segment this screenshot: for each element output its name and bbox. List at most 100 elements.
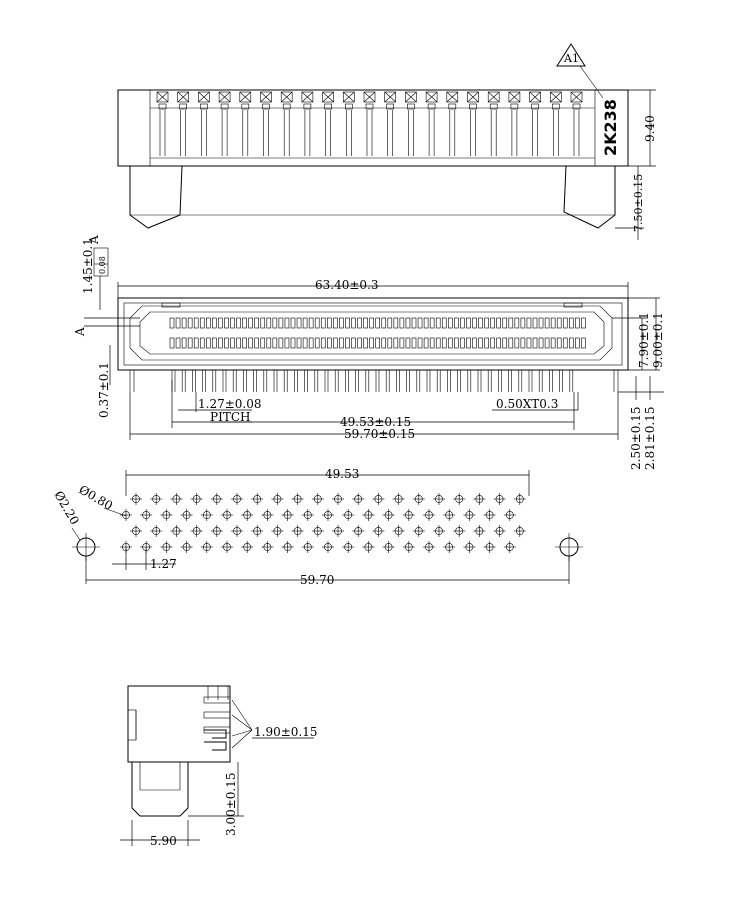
contact [284,317,290,329]
contact [508,337,514,349]
top-pin-cross [550,91,562,103]
dim-width: 63.40±0.3 [315,278,379,292]
contact [333,317,338,329]
top-pin-head [467,91,479,103]
datum-side: A [73,327,87,337]
top-pin-head [570,91,583,103]
contact [169,317,175,329]
contact [441,337,447,349]
contact [568,317,574,329]
top-pin-base [220,103,229,110]
top-pin-cross [425,91,438,103]
contact [236,337,241,349]
contact [423,337,429,349]
lead-width: 0.50XT0.3 [496,397,558,411]
contact [562,337,568,349]
contact [206,337,211,349]
contact [447,337,453,349]
contact [538,337,544,349]
contact [333,337,338,349]
contact [308,317,314,329]
side-leads [203,686,231,734]
top-pin-head [260,91,272,103]
contact [187,337,193,349]
top-pin-base [158,103,167,110]
top-pin-base [262,103,270,110]
side-dim-height: 3.00±0.15 [224,773,238,837]
contact [435,317,441,329]
contact [466,337,471,349]
datum-top: A [87,235,101,245]
front-view: 63.40±0.3 1.45±0.1 0.08 A A 0.37±0.1 7.9… [73,235,665,470]
contact [212,337,217,349]
contact [320,337,326,349]
top-pin-cross [156,91,169,103]
contact [514,337,520,349]
contact [302,337,308,349]
top-pin-base [179,103,187,110]
contact [175,337,181,349]
top-pin-head [508,91,521,103]
contact [242,337,247,349]
contact [248,337,253,349]
side-dim-lead: 1.90±0.15 [254,725,318,739]
top-pin-head [322,91,334,103]
contact [254,317,259,329]
contact [575,337,580,349]
dim-h1: 7.90±0.1 [637,312,651,368]
dim-post: 0.37±0.1 [97,362,111,418]
contact [429,317,435,329]
top-pin-base [551,103,560,110]
contact [502,337,508,349]
contact [266,317,272,329]
top-pin-base [572,103,581,110]
contact [484,337,489,349]
contact [417,337,423,349]
top-pin-cross [239,91,252,103]
top-pin-base [489,103,498,110]
contact [472,337,477,349]
contact [478,317,483,329]
top-pin-base [365,103,374,110]
dim-standoff2: 2.81±0.15 [643,407,657,471]
contact [532,317,538,329]
top-pin-cross [405,91,417,103]
top-pin-base [200,103,208,110]
contact [532,337,538,349]
contact [490,317,495,329]
contact [472,317,477,329]
solder-leads [171,370,574,392]
contact [429,337,435,349]
top-pin-cross [198,91,210,103]
contact [181,317,187,329]
top-pin-head [363,91,376,103]
top-pin-base [407,103,415,110]
contact [218,337,223,349]
top-pin-head [301,91,314,103]
top-pin-cross [467,91,479,103]
contact [236,317,241,329]
top-pin-cross [280,91,293,103]
top-pin-head [156,91,169,103]
side-lead [203,711,231,719]
contact [266,337,272,349]
contact [260,337,266,349]
top-pin-base [282,103,291,110]
contact [302,317,308,329]
contact [575,317,580,329]
contact [381,317,387,329]
contact [484,317,489,329]
contact [562,317,568,329]
top-pin-head [549,91,562,103]
contact [496,317,502,329]
top-pin-cross [529,91,541,103]
dim-standoff1: 2.50±0.15 [629,407,643,471]
contact [260,317,266,329]
contact [478,337,483,349]
top-pin-cross [322,91,334,103]
top-pin-base [469,103,477,110]
contact [411,317,417,329]
contact [242,317,247,329]
top-pin-head [384,91,397,103]
contact [454,337,459,349]
